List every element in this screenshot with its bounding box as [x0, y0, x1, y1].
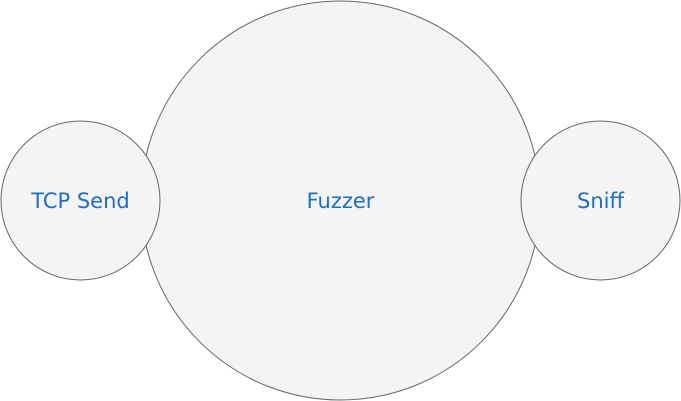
node-tcp-send-circle [0, 120, 161, 281]
node-fuzzer: Fuzzer [140, 0, 541, 401]
node-tcp-send-label: TCP Send [30, 189, 130, 213]
node-tcp-send: TCP Send [0, 120, 161, 281]
node-sniff-label: Sniff [577, 189, 624, 213]
node-sniff-circle [520, 120, 681, 281]
node-fuzzer-label: Fuzzer [307, 189, 375, 213]
node-sniff: Sniff [520, 120, 681, 281]
